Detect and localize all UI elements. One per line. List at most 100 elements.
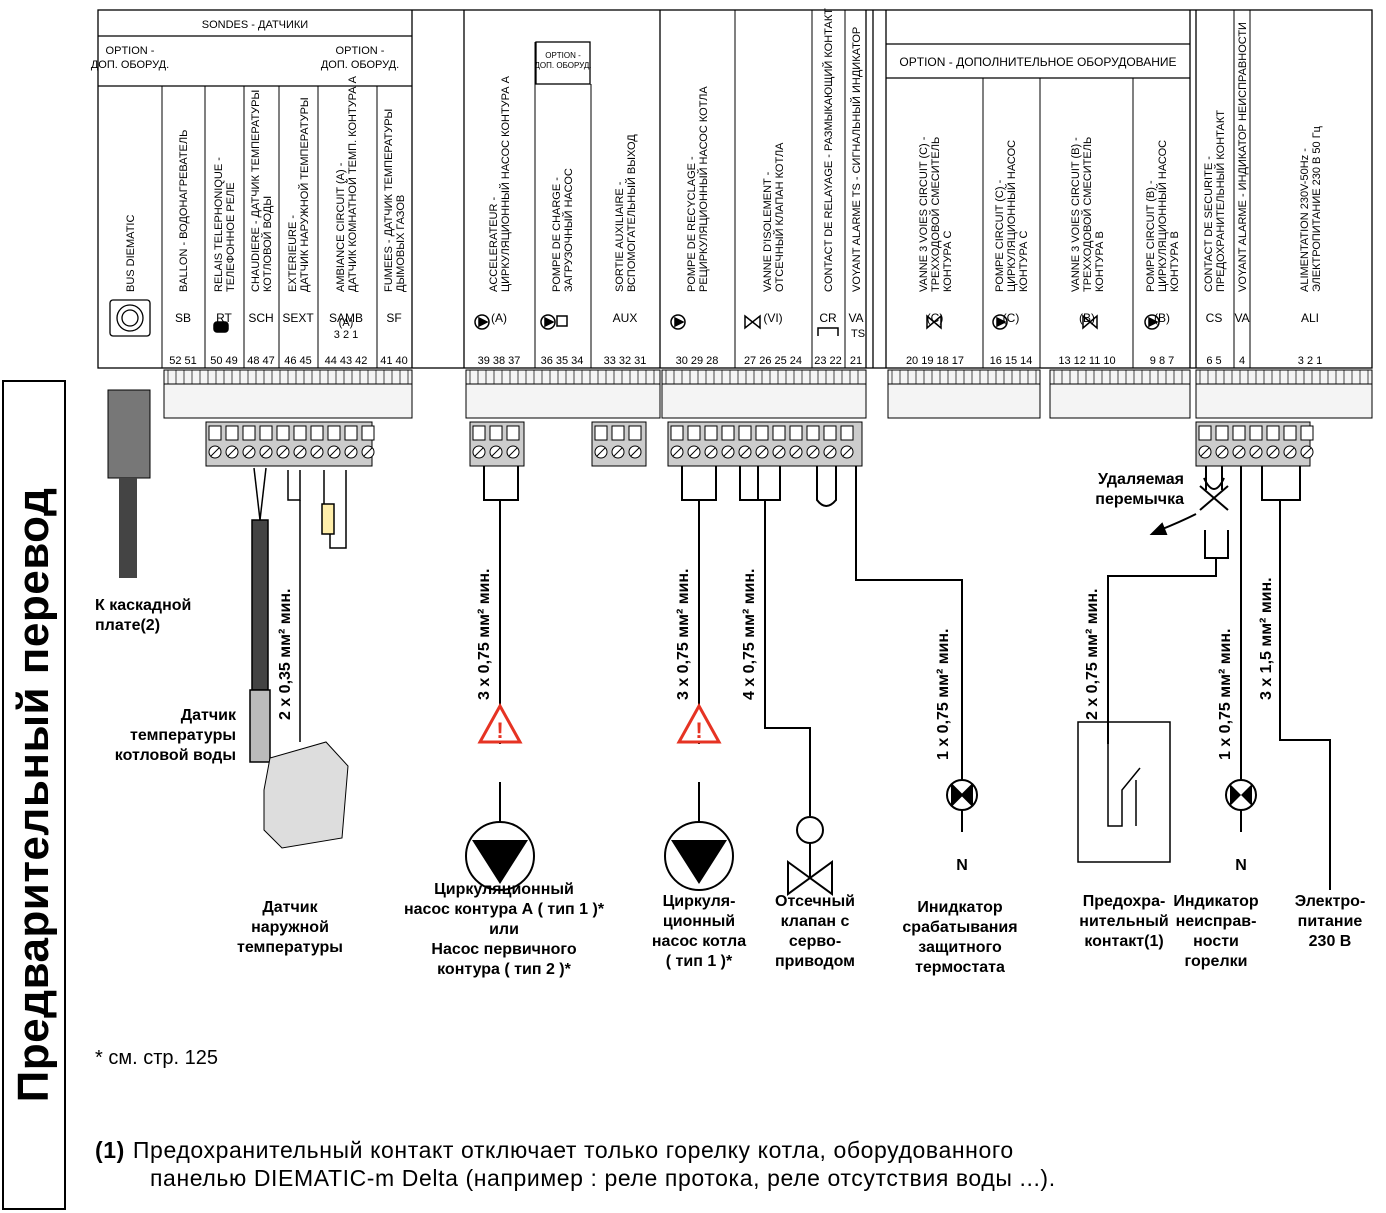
pump-a-icon	[474, 314, 490, 330]
boiler-sensor-label: Датчик	[181, 707, 237, 724]
terminal-numbers: 30 29 28	[676, 355, 719, 367]
column-label: КОНТУРА В	[1094, 231, 1106, 292]
samb-sub-terminals: 3 2 1	[334, 329, 358, 341]
column-label: ДАТЧИК КОМНАТНОЙ ТЕМП. КОНТУРА А	[346, 75, 359, 292]
outdoor-sensor-box	[263, 741, 349, 849]
column-code: (B)	[1079, 311, 1095, 325]
valve-label: Отсечный	[775, 893, 855, 910]
power-label: Электро-	[1295, 893, 1366, 910]
cascade-label: плате(2)	[95, 617, 160, 634]
safety-contact-label: нительный	[1079, 913, 1168, 930]
header-sondes: SONDES - ДАТЧИКИ	[202, 19, 308, 31]
column-code: VA	[848, 311, 863, 325]
wiring	[483, 466, 1331, 890]
column-code: CR	[819, 311, 837, 325]
fault-indicator-label: горелки	[1185, 953, 1248, 970]
safety-contact-label: Предохра-	[1083, 893, 1166, 910]
column-label: ЗАГРУЗОЧНЫЙ НАСОС	[562, 168, 575, 292]
wire-size-label: 2 x 0,35 мм² мин.	[277, 589, 294, 721]
screw-terminal-block	[667, 421, 863, 467]
power-label: питание	[1298, 913, 1363, 930]
terminal-strip	[1049, 369, 1191, 419]
column-label: VANNE D'ISOLEMENT -	[762, 171, 774, 292]
valve-label: приводом	[775, 953, 855, 970]
header-option-small-1: OPTION -	[545, 51, 581, 60]
terminal-numbers: 21	[850, 355, 862, 367]
neutral-label: N	[1235, 857, 1247, 874]
column-label: RELAIS TELEPHONIQUE -	[213, 157, 225, 292]
boiler-sensor-label: температуры	[130, 727, 236, 744]
footnote: (1)Предохранительный контакт отключает т…	[95, 1136, 1380, 1192]
pump-b-icon	[1144, 314, 1160, 330]
terminal-numbers: 20 19 18 17	[906, 355, 964, 367]
column-label: ДАТЧИК НАРУЖНОЙ ТЕМПЕРАТУРЫ	[298, 97, 311, 292]
pump-c-icon	[992, 314, 1008, 330]
screw-terminal-block	[1195, 421, 1314, 467]
column-code: ALI	[1301, 311, 1319, 325]
cascade-label: К каскадной	[95, 597, 191, 614]
wire-size-label: 3 x 1,5 мм² мин.	[1258, 577, 1275, 700]
footnote-line-1: Предохранительный контакт отключает толь…	[132, 1137, 1014, 1163]
header-option-left-1: OPTION -	[106, 45, 155, 57]
column-label: BUS DIEMATIC	[125, 215, 137, 292]
footnote-line-2: панелью DIEMATIC-m Delta (например : рел…	[150, 1165, 1056, 1191]
column-label: ВСПОМОГАТЕЛЬНЫЙ ВЫХОД	[625, 134, 638, 292]
column-code: SCH	[248, 311, 273, 325]
column-code: AUX	[613, 311, 638, 325]
column-label: ЦИРКУЛЯЦИОННЫЙ НАСОС	[1156, 140, 1169, 292]
ts-indicator-lamp	[946, 779, 978, 811]
column-label: ALIMENTATION 230V-50Hz -	[1299, 148, 1311, 292]
column-label: КОНТУРА В	[1169, 231, 1181, 292]
column-label: EXTERIEURE -	[287, 215, 299, 292]
samb-circuit-a: (A)	[339, 317, 354, 329]
column-code: SAMB	[329, 311, 363, 325]
jumper-label: перемычка	[1095, 491, 1184, 508]
ts-indicator-label: срабатывания	[902, 919, 1017, 936]
column-label: VANNE 3 VOIES CIRCUIT (C) -	[918, 136, 930, 292]
wire-size-label: 1 x 0,75 мм² мин.	[935, 629, 952, 761]
cascade-cable	[107, 389, 151, 578]
column-code: SEXT	[282, 311, 314, 325]
column-label: POMPE CIRCUIT (C) -	[994, 179, 1006, 292]
column-label: ТЕЛЕФОННОЕ РЕЛЕ	[225, 182, 237, 292]
removable-jumper	[1149, 477, 1229, 535]
safety-contact-label: контакт(1)	[1084, 933, 1163, 950]
terminal-numbers: 23 22	[814, 355, 842, 367]
fault-indicator-lamp	[1225, 779, 1257, 811]
terminal-strip	[1195, 369, 1373, 419]
header-option-small-2: ДОП. ОБОРУД.	[535, 61, 592, 70]
terminal-numbers: 48 47	[247, 355, 275, 367]
column-label: РЕЦИРКУЛЯЦИОННЫЙ НАСОС КОТЛА	[697, 86, 710, 292]
terminal-strip	[661, 369, 867, 419]
wiring-diagram: SONDES - ДАТЧИКИ OPTION - ДОП. ОБОРУД. O…	[91, 8, 1373, 978]
header-option-left-2: ДОП. ОБОРУД.	[91, 59, 169, 71]
boiler-pump-symbol	[664, 821, 734, 891]
terminal-numbers: 46 45	[284, 355, 312, 367]
valve-label: серво-	[789, 933, 841, 950]
column-label: SORTIE AUXILIAIRE -	[614, 181, 626, 292]
column-label: CONTACT DE RELAYAGE - РАЗМЫКАЮЩИЙ КОНТАК…	[822, 8, 835, 292]
terminal-numbers: 16 15 14	[990, 355, 1033, 367]
column-label: ЭЛЕКТРОПИТАНИЕ 230 В 50 Гц	[1311, 125, 1323, 292]
pump-a-label: контура ( тип 2 )*	[437, 961, 572, 978]
column-code: SF	[386, 311, 401, 325]
boiler-pump-label: насос котла	[652, 933, 746, 950]
column-label: VOYANT ALARME TS - СИГНАЛЬНЫЙ ИНДИКАТОР	[850, 27, 863, 292]
column-label: AMBIANCE CIRCUIT (A) -	[335, 162, 347, 292]
column-code: (A)	[491, 311, 507, 325]
column-label: ACCELERATEUR -	[488, 197, 500, 292]
svg-text:!: !	[695, 718, 702, 743]
boiler-sensor-cable	[249, 467, 347, 763]
terminal-numbers: 3 2 1	[1298, 355, 1322, 367]
column-code: VA	[1234, 311, 1249, 325]
terminal-numbers: 13 12 11 10	[1058, 355, 1115, 367]
boiler-sensor-label: котловой воды	[115, 747, 236, 764]
jumper-label: Удаляемая	[1098, 471, 1184, 488]
terminal-numbers: 39 38 37	[478, 355, 521, 367]
header-option-right-2: ДОП. ОБОРУД.	[321, 59, 399, 71]
column-label: КОТЛОВОЙ ВОДЫ	[261, 196, 274, 292]
screw-terminal-block	[469, 421, 525, 467]
column-label: ПРЕДОХРАНИТЕЛЬНЫЙ КОНТАКТ	[1214, 110, 1227, 292]
pump-a-label: или	[489, 921, 519, 938]
column-label: ДЫМОВЫХ ГАЗОВ	[395, 195, 407, 292]
